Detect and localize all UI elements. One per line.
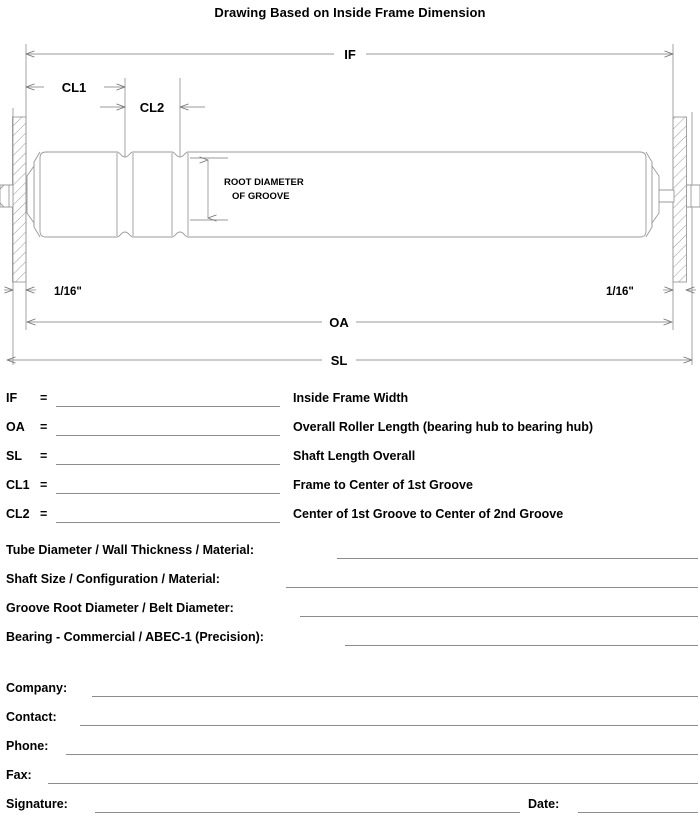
spec-value-field[interactable] xyxy=(300,616,698,617)
dimension-label-sl: SL xyxy=(331,353,348,368)
definition-description: Shaft Length Overall xyxy=(293,449,416,463)
contact-label: Signature: xyxy=(6,797,68,811)
spec-row-tube-diameter: Tube Diameter / Wall Thickness / Materia… xyxy=(0,540,700,569)
dimension-label-gap-left: 1/16" xyxy=(54,286,82,298)
frame-rail-right xyxy=(672,116,687,283)
phone-input[interactable] xyxy=(66,754,698,755)
definition-key: SL xyxy=(6,449,22,463)
definition-description: Center of 1st Groove to Center of 2nd Gr… xyxy=(293,507,564,521)
definition-value-field[interactable] xyxy=(56,522,280,523)
dimension-root-diameter xyxy=(190,158,228,220)
date-label: Date: xyxy=(528,797,560,811)
signature-input[interactable] xyxy=(95,812,520,813)
definition-value-field[interactable] xyxy=(56,493,280,494)
shaft-end-right xyxy=(657,184,700,208)
dimension-label-if: IF xyxy=(344,47,356,62)
specification-fields: Tube Diameter / Wall Thickness / Materia… xyxy=(0,540,700,656)
contact-label: Fax: xyxy=(6,768,32,782)
definition-equals: = xyxy=(40,391,48,405)
definition-equals: = xyxy=(40,507,48,521)
dimension-label-gap-right: 1/16" xyxy=(606,286,634,298)
contact-row-fax: Fax: xyxy=(0,765,700,794)
spec-row-shaft-size: Shaft Size / Configuration / Material: xyxy=(0,569,700,598)
definition-row-cl2: CL2 = Center of 1st Groove to Center of … xyxy=(0,504,700,533)
page-title: Drawing Based on Inside Frame Dimension xyxy=(214,5,486,20)
root-diameter-note-line2: OF GROOVE xyxy=(232,191,290,202)
spec-row-bearing: Bearing - Commercial / ABEC-1 (Precision… xyxy=(0,627,700,656)
company-input[interactable] xyxy=(92,696,698,697)
frame-rail-left xyxy=(12,116,27,283)
spec-value-field[interactable] xyxy=(286,587,698,588)
bearing-hub-left xyxy=(26,151,41,238)
definition-value-field[interactable] xyxy=(56,406,280,407)
spec-label: Tube Diameter / Wall Thickness / Materia… xyxy=(6,543,254,557)
definition-value-field[interactable] xyxy=(56,464,280,465)
definition-key: IF xyxy=(6,391,18,405)
spec-value-field[interactable] xyxy=(345,645,698,646)
definition-equals: = xyxy=(40,420,48,434)
definition-row-sl: SL = Shaft Length Overall xyxy=(0,446,700,475)
contact-label: Company: xyxy=(6,681,68,695)
contact-label: Phone: xyxy=(6,739,49,753)
definition-key: OA xyxy=(6,420,25,434)
spec-value-field[interactable] xyxy=(337,558,698,559)
definition-row-oa: OA = Overall Roller Length (bearing hub … xyxy=(0,417,700,446)
contact-fields: Company: Contact: Phone: Fax: Signature:… xyxy=(0,678,700,823)
definitions-list: IF = Inside Frame Width OA = Overall Rol… xyxy=(0,388,700,533)
definition-value-field[interactable] xyxy=(56,435,280,436)
contact-row-company: Company: xyxy=(0,678,700,707)
roller-tube-body xyxy=(39,151,647,238)
dimension-label-cl2: CL2 xyxy=(140,100,165,115)
definition-key: CL2 xyxy=(6,507,30,521)
definition-description: Inside Frame Width xyxy=(293,391,409,405)
contact-label: Contact: xyxy=(6,710,57,724)
definition-description: Frame to Center of 1st Groove xyxy=(293,478,473,492)
definition-key: CL1 xyxy=(6,478,30,492)
contact-row-signature: Signature: Date: xyxy=(0,794,700,823)
definition-equals: = xyxy=(40,449,48,463)
roller-drawing-svg: IF CL1 CL2 OA SL 1/16" 1/16" ROOT DIAMET… xyxy=(0,44,700,368)
definition-description: Overall Roller Length (bearing hub to be… xyxy=(293,420,594,434)
spec-label: Bearing - Commercial / ABEC-1 (Precision… xyxy=(6,630,264,644)
fax-input[interactable] xyxy=(48,783,698,784)
spec-row-groove-root-diameter: Groove Root Diameter / Belt Diameter: xyxy=(0,598,700,627)
spec-label: Groove Root Diameter / Belt Diameter: xyxy=(6,601,234,615)
bearing-hub-right xyxy=(645,151,660,238)
definition-row-cl1: CL1 = Frame to Center of 1st Groove xyxy=(0,475,700,504)
definition-equals: = xyxy=(40,478,48,492)
definition-row-if: IF = Inside Frame Width xyxy=(0,388,700,417)
root-diameter-note-line1: ROOT DIAMETER xyxy=(224,177,304,188)
dimension-label-cl1: CL1 xyxy=(62,80,87,95)
contact-row-phone: Phone: xyxy=(0,736,700,765)
date-input[interactable] xyxy=(578,812,698,813)
contact-row-contact: Contact: xyxy=(0,707,700,736)
dimension-label-oa: OA xyxy=(329,315,349,330)
roller-drawing: IF CL1 CL2 OA SL 1/16" 1/16" ROOT DIAMET… xyxy=(0,0,700,380)
spec-label: Shaft Size / Configuration / Material: xyxy=(6,572,220,586)
contact-input[interactable] xyxy=(80,725,698,726)
